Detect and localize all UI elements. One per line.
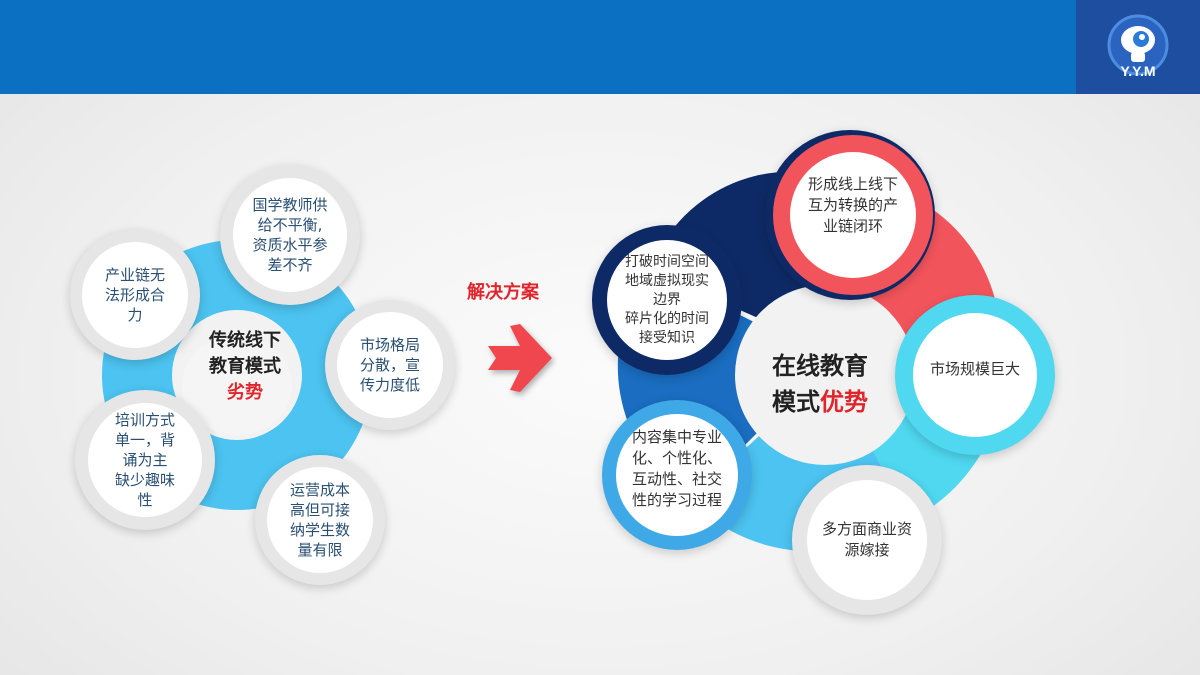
- left-diagram: 国学教师供 给不平衡, 资质水平参 差不齐 市场格局 分散，宣 传力度低 运营成…: [60, 160, 460, 590]
- solution-label: 解决方案: [467, 282, 539, 303]
- bubble-market-scattered: 市场格局 分散，宣 传力度低: [337, 312, 443, 418]
- header-bar: [0, 0, 1200, 94]
- svg-text:Y.Y.M: Y.Y.M: [1120, 63, 1155, 79]
- bubble-industry-chain: 产业链无 法形成合 力: [82, 242, 188, 348]
- right-center-title: 在线教育 模式优势: [772, 352, 868, 416]
- left-center-title: 传统线下 教育模式 劣势: [209, 330, 281, 403]
- robot-mascot-icon: Y.Y.M: [1107, 14, 1169, 79]
- bubble-teacher-imbalance: 国学教师供 给不平衡, 资质水平参 差不齐: [233, 178, 347, 292]
- bubble-personalized-learning: 内容集中专业 化、个性化、 互动性、社交 性的学习过程: [616, 414, 738, 536]
- bubble-market-size: 市场规模巨大: [913, 313, 1037, 437]
- bubble-business-resources: 多方面商业资 源嫁接: [807, 480, 927, 600]
- arrow-right-icon: [488, 324, 552, 392]
- bubble-closed-loop: 形成线上线下 互为转换的产 业链闭环: [790, 152, 916, 278]
- bubble-break-boundaries: 打破时间空间 地域虚拟现实 边界 碎片化的时间 接受知识: [607, 240, 727, 360]
- bubble-training-method: 培训方式 单一，背 诵为主 缺少趣味 性: [88, 403, 202, 517]
- logo-panel: Y.Y.M: [1076, 0, 1200, 94]
- bubble-operating-cost: 运营成本 高但可接 纳学生数 量有限: [267, 467, 373, 573]
- right-diagram: 形成线上线下 互为转换的产 业链闭环 市场规模巨大 多方面商业资 源嫁接 内容集…: [580, 130, 1060, 615]
